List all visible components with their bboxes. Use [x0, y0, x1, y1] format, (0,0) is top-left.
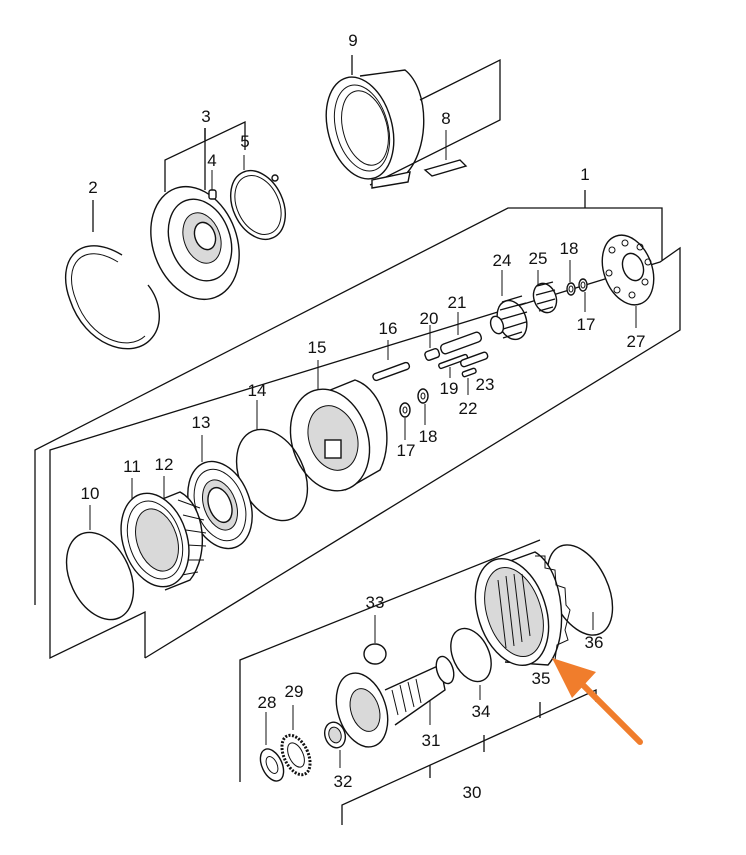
callout-5: 5 — [240, 132, 249, 151]
callout-17b: 17 — [577, 315, 596, 334]
callout-20: 20 — [420, 309, 439, 328]
callout-34: 34 — [472, 702, 491, 721]
part-11-clutch-ring — [120, 478, 190, 588]
callout-25: 25 — [529, 249, 548, 268]
callout-36: 36 — [585, 633, 604, 652]
callout-9: 9 — [348, 31, 357, 50]
callout-1: 1 — [580, 165, 589, 184]
callout-2: 2 — [88, 178, 97, 197]
part-3-housing — [150, 128, 240, 301]
part-28-thrust-washer — [259, 712, 285, 782]
callout-24: 24 — [493, 251, 512, 270]
part-17-washer-upper — [578, 278, 588, 312]
part-35-ring-gear — [474, 551, 571, 667]
part-2-snap-ring — [65, 200, 160, 350]
callout-30: 30 — [463, 783, 482, 802]
part-15-drum — [289, 360, 388, 492]
part-25-gear — [532, 270, 558, 314]
part-21-pin — [439, 312, 483, 355]
part-9-band — [325, 69, 425, 189]
callout-32: 32 — [334, 772, 353, 791]
part-13-piston — [187, 435, 253, 550]
callout-33: 33 — [366, 593, 385, 612]
callout-27: 27 — [627, 332, 646, 351]
part-19-pin — [438, 353, 469, 378]
callout-10: 10 — [81, 484, 100, 503]
part-18-washer-upper — [566, 260, 576, 296]
part-5-seal-ring — [230, 155, 286, 240]
callout-17a: 17 — [397, 441, 416, 460]
part-17-washer-middle — [399, 402, 411, 440]
part-4-pin — [208, 170, 217, 200]
part-20-pin — [424, 325, 441, 361]
part-16-pin — [372, 340, 411, 382]
callout-12: 12 — [155, 455, 174, 474]
callout-23: 23 — [476, 375, 495, 394]
callout-14: 14 — [248, 381, 267, 400]
part-24-gear — [489, 270, 528, 341]
part-18-washer-middle — [417, 388, 429, 425]
part-33-o-ring — [363, 615, 387, 665]
part-27-carrier-plate — [601, 234, 655, 328]
part-31-shaft — [335, 655, 455, 748]
callout-22: 22 — [459, 399, 478, 418]
callout-19: 19 — [440, 379, 459, 398]
callout-18b: 18 — [560, 239, 579, 258]
callout-13: 13 — [192, 413, 211, 432]
part-8-strut — [423, 130, 468, 177]
callout-29: 29 — [285, 682, 304, 701]
part-29-thrust-bearing — [280, 705, 312, 777]
callout-15: 15 — [308, 338, 327, 357]
highlight-arrow — [552, 658, 643, 745]
part-22-pin — [461, 367, 477, 395]
callout-11: 11 — [123, 457, 141, 476]
callout-3: 3 — [201, 107, 210, 126]
callout-8: 8 — [441, 109, 450, 128]
callout-4: 4 — [207, 151, 216, 170]
callout-16: 16 — [379, 319, 398, 338]
part-34-o-ring — [450, 627, 492, 700]
callout-31: 31 — [422, 731, 441, 750]
callout-35: 35 — [532, 669, 551, 688]
callout-28: 28 — [258, 693, 277, 712]
part-23-pin — [459, 351, 489, 368]
group-frame-1 — [34, 190, 681, 660]
callout-18a: 18 — [419, 427, 438, 446]
part-10-snap-ring — [65, 505, 135, 621]
group-frame-9 — [351, 55, 501, 186]
callout-21: 21 — [448, 293, 467, 312]
part-32-bushing — [323, 721, 347, 768]
